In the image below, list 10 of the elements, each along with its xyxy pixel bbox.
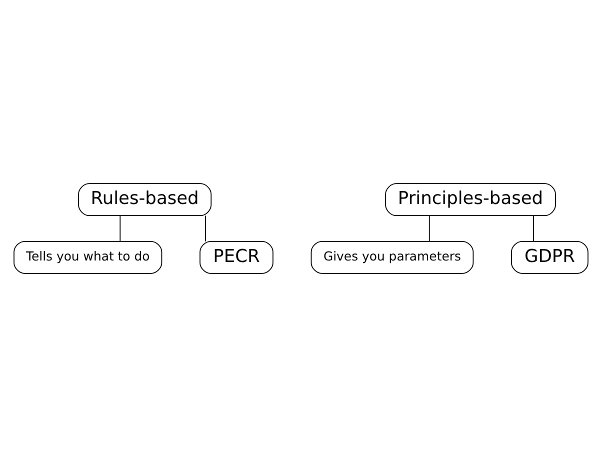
connector: [205, 214, 206, 242]
connector: [428, 214, 430, 242]
connector: [120, 214, 121, 242]
node-box: Gives you parameters: [310, 240, 474, 274]
node-box: Rules-based: [78, 182, 212, 216]
node-box: PECR: [200, 240, 274, 274]
node-box: Tells you what to do: [14, 240, 162, 274]
node-box: GDPR: [511, 240, 588, 274]
connector: [533, 214, 534, 242]
node-box: Principles-based: [385, 182, 556, 216]
